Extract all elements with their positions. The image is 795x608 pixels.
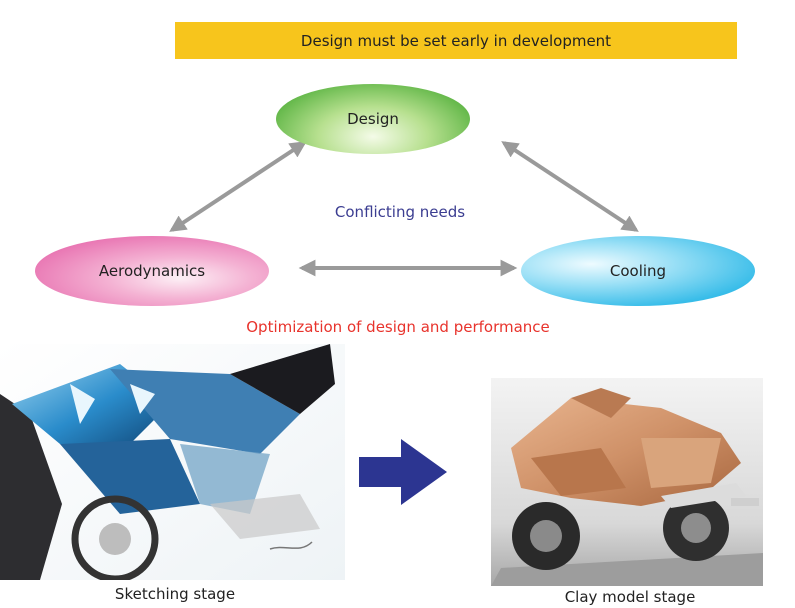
design-node: Design (276, 84, 470, 154)
sketch-illustration (0, 344, 345, 580)
cooling-node: Cooling (521, 236, 755, 306)
design-cooling-arrow (501, 141, 639, 232)
sketch-stage-caption: Sketching stage (114, 585, 236, 603)
clay-model-photo (491, 378, 763, 586)
banner-text: Design must be set early in development (300, 31, 612, 50)
clay-stage-caption: Clay model stage (564, 588, 696, 606)
stage-transition-arrow (359, 439, 447, 505)
aerodynamics-node: Aerodynamics (35, 236, 269, 306)
header-banner: Design must be set early in development (175, 22, 737, 59)
design-node-label: Design (347, 110, 399, 128)
optimization-label: Optimization of design and performance (246, 318, 550, 336)
conflicting-needs-label: Conflicting needs (334, 203, 466, 221)
cooling-node-label: Cooling (609, 262, 667, 280)
aerodynamics-node-label: Aerodynamics (98, 262, 206, 280)
design-aerodynamics-arrow (169, 141, 307, 232)
